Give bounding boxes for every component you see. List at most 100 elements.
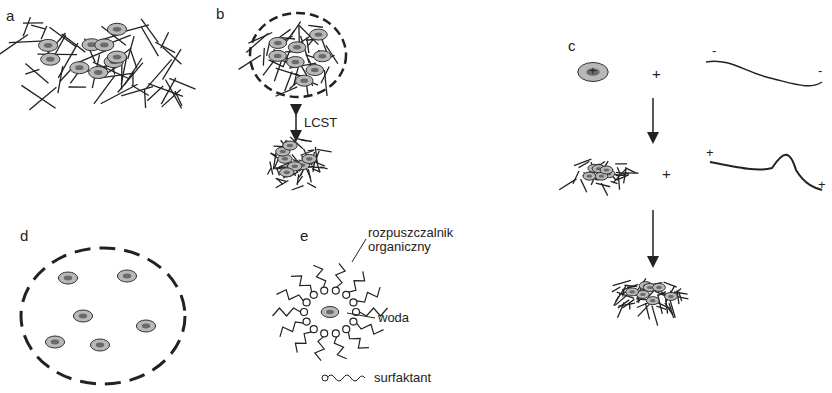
polymer-strand xyxy=(307,169,311,178)
polymer-strand xyxy=(618,175,619,189)
surfactant-head xyxy=(303,318,310,325)
cell xyxy=(313,51,331,62)
polymer-strand xyxy=(161,32,169,48)
polymer-strand xyxy=(652,306,658,326)
surfactant-tail xyxy=(273,308,301,316)
cell xyxy=(269,50,287,61)
polymer-strand xyxy=(147,86,163,101)
charge-sign: + xyxy=(706,146,714,160)
polymer-strand xyxy=(617,175,629,180)
polymer-strand xyxy=(25,64,48,84)
polymer-strand xyxy=(612,287,621,292)
polymer-strand xyxy=(58,66,63,93)
polymer-strand xyxy=(131,50,137,68)
cell xyxy=(295,75,313,86)
polymer-strand xyxy=(132,85,149,95)
cell xyxy=(583,172,596,180)
polymer-strand xyxy=(263,48,265,66)
surfactant-tail xyxy=(276,290,303,301)
polymer-strand xyxy=(41,26,47,39)
cell xyxy=(117,270,136,282)
polymer-strand xyxy=(601,183,607,196)
polymer-strand xyxy=(611,181,618,183)
surfactant-tail xyxy=(357,287,380,302)
polymer-strand xyxy=(21,85,55,108)
cell xyxy=(73,310,92,322)
panel-letter: c xyxy=(568,38,576,55)
polymer-strand xyxy=(616,174,626,176)
surfactant-head xyxy=(350,318,357,325)
cell xyxy=(70,62,89,74)
polymer-strand xyxy=(162,49,181,79)
polymer-strand xyxy=(321,167,328,169)
cell xyxy=(280,168,294,177)
polymer-strand xyxy=(155,42,175,52)
polymer-strand xyxy=(301,140,312,142)
cell xyxy=(578,63,608,82)
cell xyxy=(269,37,287,48)
polymer-strand xyxy=(274,61,281,81)
polymer-strand xyxy=(613,280,631,285)
panel-letter: e xyxy=(300,228,308,245)
surfactant-head xyxy=(321,330,328,337)
polymer-strand xyxy=(638,303,651,317)
polymer-strand xyxy=(165,79,181,108)
polymer-strand xyxy=(280,29,291,37)
polymer-strand xyxy=(308,25,323,27)
polymer-strand xyxy=(141,27,158,56)
polymer-strand xyxy=(78,51,105,63)
polymer-strand xyxy=(317,149,332,152)
cell xyxy=(287,57,305,68)
charge-sign: - xyxy=(712,44,716,58)
polymer-strand xyxy=(31,25,45,29)
surfactant-head xyxy=(332,330,339,337)
cell xyxy=(288,42,306,53)
surfactant-tail xyxy=(313,265,325,287)
cell xyxy=(95,39,114,51)
polymer-strand xyxy=(573,171,579,184)
surfactant-tail xyxy=(280,322,303,337)
polymer-strand xyxy=(161,78,176,104)
polymer-strand xyxy=(276,178,287,181)
polymer-strand xyxy=(656,306,666,309)
cell xyxy=(58,272,77,284)
surfactant-tail xyxy=(348,332,369,348)
polymer-strand xyxy=(623,290,624,297)
polymer-strand xyxy=(267,168,270,174)
cell xyxy=(310,29,328,40)
cell xyxy=(646,297,659,305)
surfactant-head xyxy=(343,326,350,333)
polymer-strand xyxy=(616,172,629,174)
panel-letter: a xyxy=(6,8,14,25)
polymer-strand xyxy=(669,303,674,318)
plus-sign: + xyxy=(662,166,671,183)
surfactant-tail xyxy=(295,332,311,353)
solvent-label: rozpuszczalnik organiczny xyxy=(368,226,456,255)
surfactant-head xyxy=(310,291,317,298)
cell xyxy=(653,283,666,291)
polymer-strand xyxy=(559,179,576,190)
surfactant-tail xyxy=(315,337,324,361)
cell xyxy=(665,292,678,300)
polymer-strand xyxy=(670,298,676,317)
polymer-strand xyxy=(297,176,303,184)
cell xyxy=(45,336,64,348)
polymer-strand xyxy=(292,186,304,190)
cell xyxy=(306,65,324,76)
cell xyxy=(107,51,126,63)
polymer-strand xyxy=(163,47,182,64)
charge-sign: - xyxy=(818,64,822,78)
polymer-strand xyxy=(23,17,30,36)
surfactant-head xyxy=(321,287,328,294)
cell xyxy=(302,154,316,163)
polymer-strand xyxy=(581,179,587,192)
surfactant-tail xyxy=(348,271,364,292)
charge-sign: + xyxy=(589,64,597,78)
temperature-label: LCST xyxy=(304,116,337,130)
cell xyxy=(89,66,108,78)
polymer-strand xyxy=(645,303,649,319)
surfactant-tail xyxy=(336,263,345,287)
surfactant-tail xyxy=(291,276,312,292)
polymer-strand xyxy=(94,76,115,104)
